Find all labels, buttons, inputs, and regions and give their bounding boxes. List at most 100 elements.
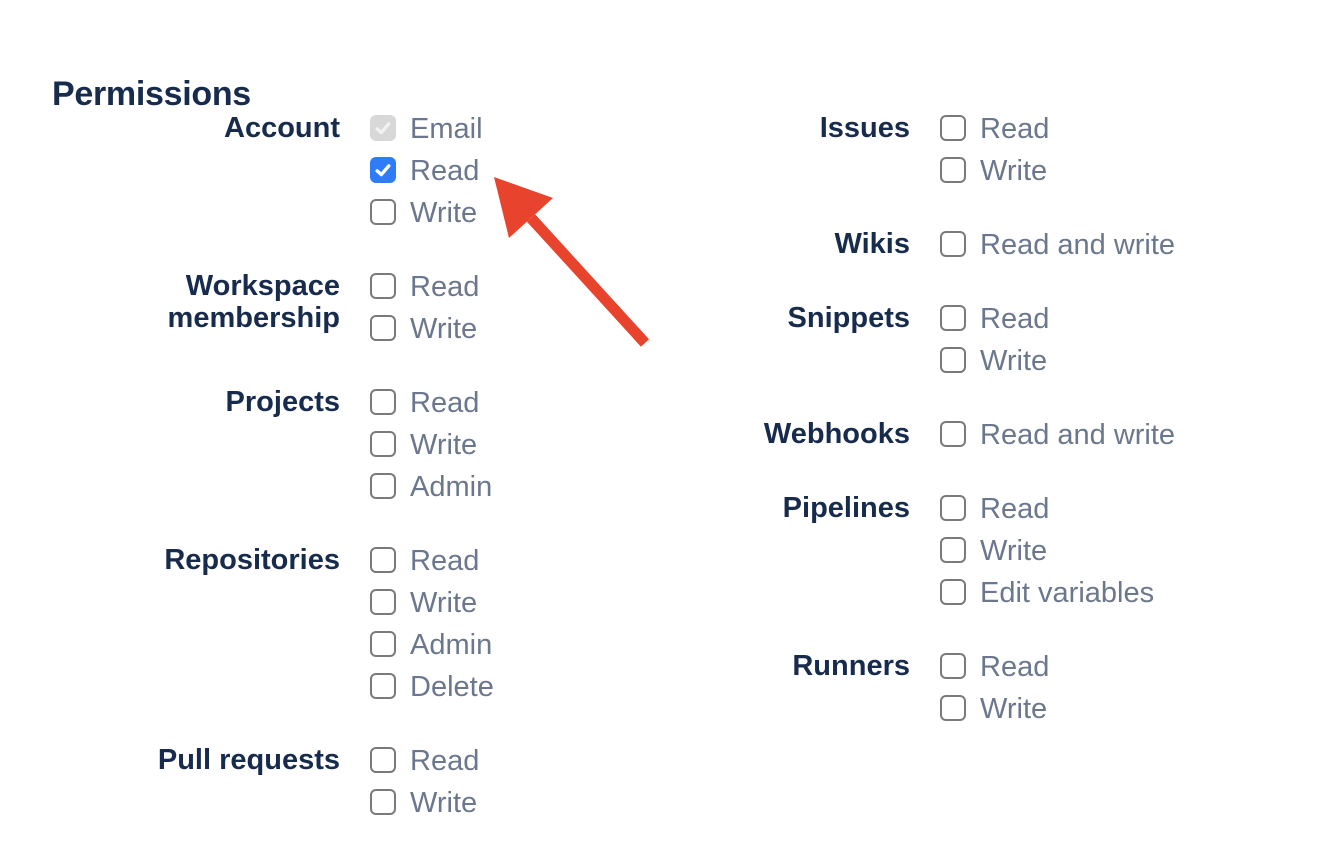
permission-group-label: Workspace membership — [167, 270, 340, 334]
snippets-read-checkbox[interactable] — [940, 305, 966, 331]
pull-requests-read-checkbox[interactable] — [370, 747, 396, 773]
repositories-read-option[interactable]: Read — [370, 539, 494, 581]
repositories-delete-option[interactable]: Delete — [370, 665, 494, 707]
issues-write-checkbox[interactable] — [940, 157, 966, 183]
permission-group-label: Webhooks — [763, 418, 910, 450]
checkbox-option-label: Admin — [410, 628, 493, 661]
account-read-checkbox[interactable] — [370, 157, 396, 183]
account-write-option[interactable]: Write — [370, 191, 483, 233]
projects-admin-checkbox[interactable] — [370, 473, 396, 499]
repositories-admin-option[interactable]: Admin — [370, 623, 494, 665]
check-icon — [375, 164, 391, 177]
permission-group-label: Pipelines — [782, 492, 910, 524]
permission-options: Read and write — [940, 413, 1175, 455]
pipelines-read-checkbox[interactable] — [940, 495, 966, 521]
workspace-membership-write-checkbox[interactable] — [370, 315, 396, 341]
checkbox-option-label: Read — [410, 386, 480, 419]
checkbox-option-label: Write — [410, 312, 478, 345]
checkbox-option-label: Read — [980, 302, 1050, 335]
pipelines-write-option[interactable]: Write — [940, 529, 1154, 571]
checkbox-option-label: Read — [410, 744, 480, 777]
checkbox-option-label: Read — [410, 270, 480, 303]
issues-write-option[interactable]: Write — [940, 149, 1049, 191]
arrow-head-icon — [494, 177, 553, 238]
checkbox-option-label: Read and write — [980, 228, 1176, 261]
account-email-option: Email — [370, 107, 483, 149]
checkbox-option-label: Email — [410, 112, 483, 145]
checkbox-option-label: Edit variables — [980, 576, 1155, 609]
runners-write-checkbox[interactable] — [940, 695, 966, 721]
projects-read-checkbox[interactable] — [370, 389, 396, 415]
permission-group-label: Repositories — [164, 544, 340, 576]
issues-read-checkbox[interactable] — [940, 115, 966, 141]
permission-group-label: Runners — [792, 650, 910, 682]
projects-write-checkbox[interactable] — [370, 431, 396, 457]
checkbox-option-label: Read and write — [980, 418, 1176, 451]
workspace-membership-read-option[interactable]: Read — [370, 265, 479, 307]
checkbox-option-label: Delete — [410, 670, 494, 703]
account-read-option[interactable]: Read — [370, 149, 483, 191]
workspace-membership-read-checkbox[interactable] — [370, 273, 396, 299]
account-email-checkbox — [370, 115, 396, 141]
repositories-admin-checkbox[interactable] — [370, 631, 396, 657]
projects-admin-option[interactable]: Admin — [370, 465, 492, 507]
checkbox-option-label: Write — [410, 196, 478, 229]
repositories-write-checkbox[interactable] — [370, 589, 396, 615]
permission-options: Read and write — [940, 223, 1175, 265]
repositories-write-option[interactable]: Write — [370, 581, 494, 623]
repositories-delete-checkbox[interactable] — [370, 673, 396, 699]
issues-read-option[interactable]: Read — [940, 107, 1049, 149]
checkbox-option-label: Write — [980, 154, 1048, 187]
wikis-read-and-write-option[interactable]: Read and write — [940, 223, 1175, 265]
repositories-read-checkbox[interactable] — [370, 547, 396, 573]
wikis-read-and-write-checkbox[interactable] — [940, 231, 966, 257]
runners-write-option[interactable]: Write — [940, 687, 1049, 729]
checkbox-option-label: Read — [980, 650, 1050, 683]
runners-read-checkbox[interactable] — [940, 653, 966, 679]
snippets-read-option[interactable]: Read — [940, 297, 1049, 339]
permission-group-webhooks: Webhooks Read and write — [620, 413, 1175, 455]
pull-requests-write-checkbox[interactable] — [370, 789, 396, 815]
runners-read-option[interactable]: Read — [940, 645, 1049, 687]
checkbox-option-label: Write — [980, 692, 1048, 725]
checkbox-option-label: Read — [410, 154, 480, 187]
webhooks-read-and-write-option[interactable]: Read and write — [940, 413, 1175, 455]
page-title: Permissions — [52, 75, 251, 114]
checkbox-option-label: Read — [980, 112, 1050, 145]
checkbox-option-label: Write — [410, 428, 478, 461]
webhooks-read-and-write-checkbox[interactable] — [940, 421, 966, 447]
pipelines-write-checkbox[interactable] — [940, 537, 966, 563]
workspace-membership-write-option[interactable]: Write — [370, 307, 479, 349]
checkbox-option-label: Admin — [410, 470, 493, 503]
permission-group-wikis: Wikis Read and write — [620, 223, 1176, 265]
pipelines-read-option[interactable]: Read — [940, 487, 1154, 529]
pull-requests-read-option[interactable]: Read — [370, 739, 479, 781]
pull-requests-write-option[interactable]: Write — [370, 781, 479, 823]
permission-group-label: Wikis — [834, 228, 911, 260]
projects-write-option[interactable]: Write — [370, 423, 492, 465]
snippets-write-option[interactable]: Write — [940, 339, 1049, 381]
checkbox-option-label: Write — [980, 344, 1048, 377]
pipelines-edit-variables-option[interactable]: Edit variables — [940, 571, 1154, 613]
account-write-checkbox[interactable] — [370, 199, 396, 225]
projects-read-option[interactable]: Read — [370, 381, 492, 423]
pipelines-edit-variables-checkbox[interactable] — [940, 579, 966, 605]
snippets-write-checkbox[interactable] — [940, 347, 966, 373]
